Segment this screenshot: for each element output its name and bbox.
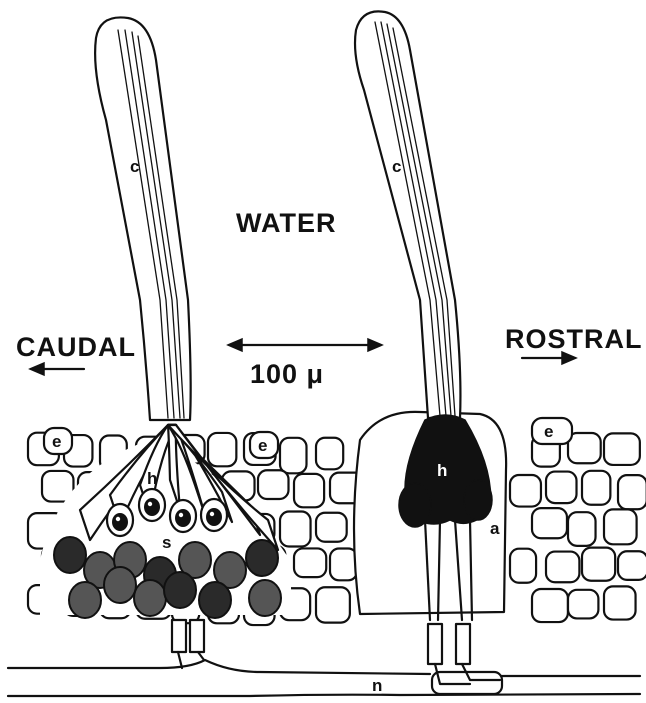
scale-label: 100 μ xyxy=(250,359,324,389)
epithelial-cell xyxy=(604,509,637,544)
hair-cell-left-label: h xyxy=(147,469,157,488)
epithelial-cell xyxy=(604,433,640,465)
epithelial-cell xyxy=(316,587,350,622)
epithelial-cell xyxy=(510,549,536,583)
supporting-cell-label: s xyxy=(162,533,171,552)
scale-bar xyxy=(228,339,382,351)
supporting-cell-nucleus xyxy=(104,567,136,603)
left-nerve-fibers xyxy=(172,620,204,668)
epithelial-cell xyxy=(532,589,568,622)
supporting-cell-nucleus xyxy=(69,582,101,618)
epithelial-cell xyxy=(582,471,610,505)
caudal-label: CAUDAL xyxy=(16,332,136,362)
epithelial-cell xyxy=(568,433,601,463)
epithelial-cell xyxy=(294,548,326,577)
rostral-label: ROSTRAL xyxy=(505,324,643,354)
epithelial-cell xyxy=(316,513,347,542)
accessory-label: a xyxy=(490,519,500,538)
epithelial-cell xyxy=(618,475,646,509)
epithelial-cell xyxy=(330,548,357,580)
supporting-cell-nucleus xyxy=(54,537,86,573)
epithelial-cell xyxy=(604,586,636,619)
epithelial-cell xyxy=(546,552,579,583)
epithelium-label-1: e xyxy=(52,432,61,451)
epithelial-cell xyxy=(280,512,311,547)
nerve xyxy=(8,660,640,696)
epithelial-cell xyxy=(208,433,236,466)
right-cupula xyxy=(355,11,460,418)
epithelial-cell xyxy=(568,590,598,619)
epithelial-cell xyxy=(618,551,646,580)
epithelial-cell xyxy=(546,472,577,504)
supporting-cell-nucleus xyxy=(199,582,231,618)
epithelial-cell xyxy=(510,475,541,507)
epithelial-cell xyxy=(582,548,615,581)
cupula-right-label: c xyxy=(392,157,401,176)
epithelial-cell xyxy=(258,470,289,499)
epithelial-cell xyxy=(316,438,343,470)
epithelial-cell xyxy=(294,474,324,507)
supporting-cell-nucleus xyxy=(164,572,196,608)
water-label: WATER xyxy=(236,208,337,238)
epithelial-cell xyxy=(532,508,567,538)
epithelium-label-2: e xyxy=(258,436,267,455)
hair-cell-right-label: h xyxy=(437,461,447,480)
caudal-arrow xyxy=(30,363,84,375)
nerve-label: n xyxy=(372,676,382,695)
epithelial-cell xyxy=(568,512,596,546)
supporting-cell-nucleus xyxy=(134,580,166,616)
epithelial-cell xyxy=(280,438,307,474)
cupula-left-label: c xyxy=(130,157,139,176)
supporting-cell-nucleus xyxy=(249,580,281,616)
epithelium-label-3: e xyxy=(544,422,553,441)
